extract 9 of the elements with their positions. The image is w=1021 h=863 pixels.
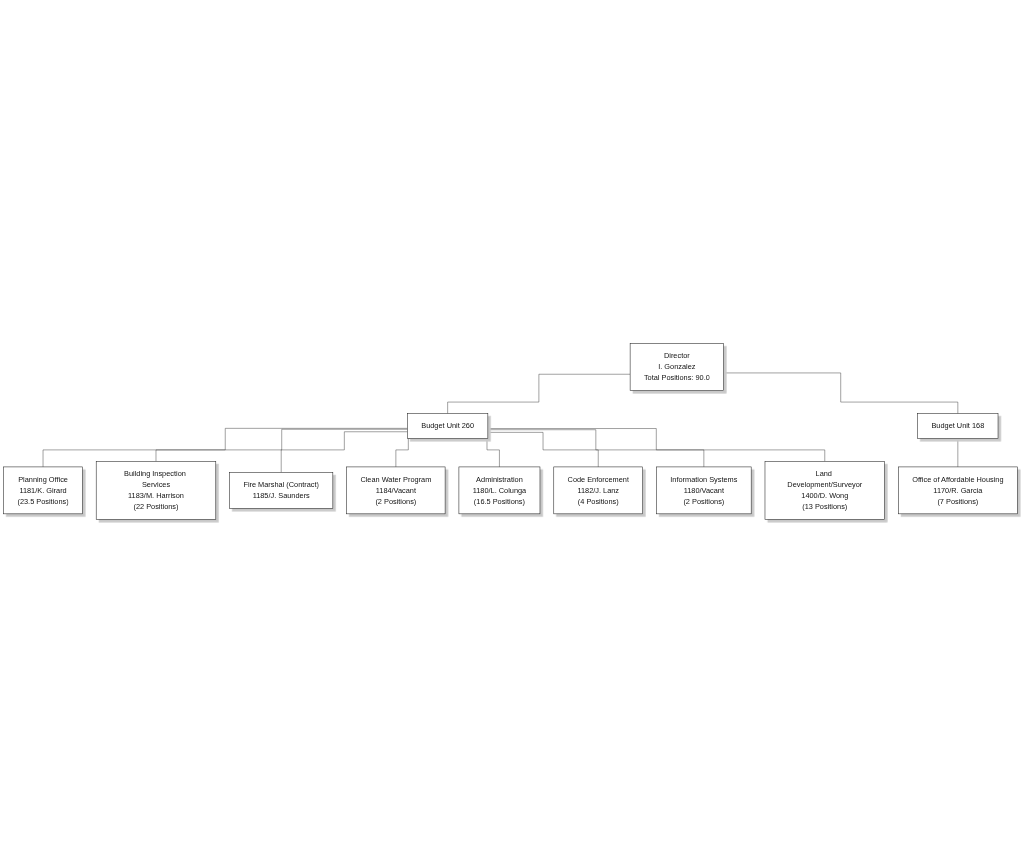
connector	[280, 431, 408, 473]
connector	[487, 429, 705, 468]
connector	[42, 428, 408, 468]
connector	[487, 432, 599, 468]
connector	[447, 374, 631, 414]
connector	[487, 428, 825, 462]
connector	[155, 429, 408, 462]
connector	[957, 438, 959, 468]
connector	[723, 372, 959, 414]
